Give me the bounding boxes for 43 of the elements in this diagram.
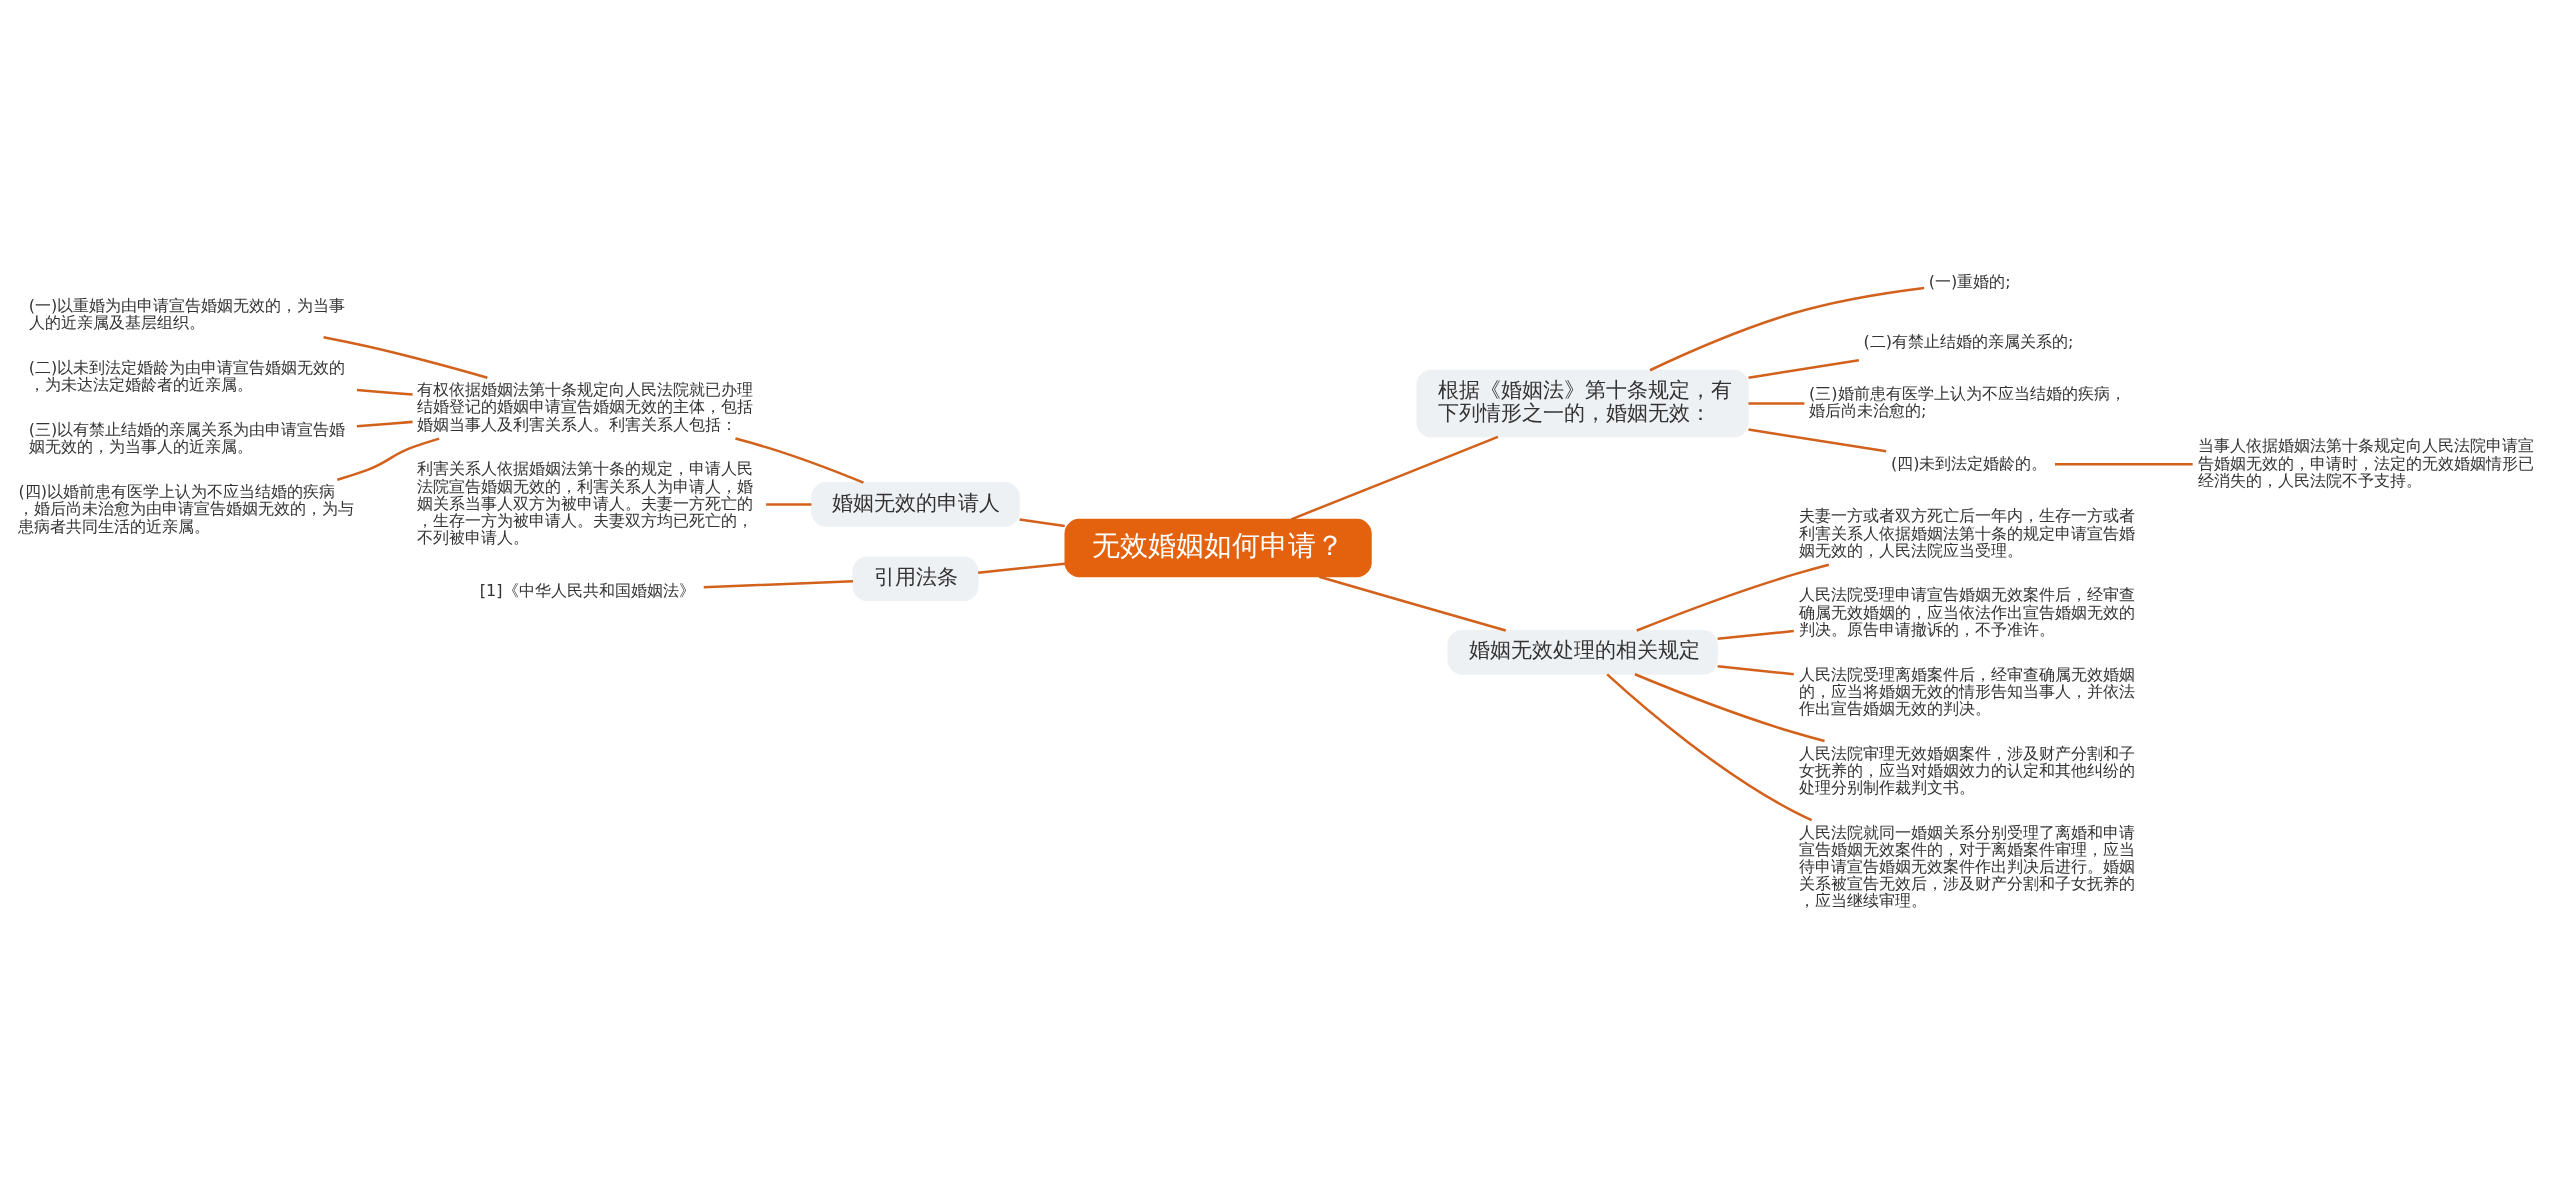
connector [735,437,864,484]
node-box: 婚姻无效处理的相关规定 [1447,629,1718,675]
node-box: 婚姻无效的申请人 [811,482,1020,527]
node-text: (二)以未到法定婚龄为由申请宣告婚姻无效的，为未达法定婚龄者的近亲属。 [28,357,346,395]
connector [356,388,413,396]
connector [1606,673,1813,822]
connector [1748,359,1860,379]
node-text: (四)未到法定婚龄的。 [1890,453,2048,473]
connector [2054,463,2193,466]
connector [978,562,1066,574]
connector [1717,665,1794,676]
connector [1019,518,1065,528]
node-text: [1]《中华人民共和国婚姻法》 [479,580,695,600]
connector [703,580,854,589]
node-box: 根据《婚姻法》第十条规定，有下列情形之一的，婚姻无效： [1416,369,1749,438]
node-text: 夫妻一方或者双方死亡后一年内，生存一方或者利害关系人依据婚姻法第十条的规定申请宣告婚姻无效的，人民法院应当受理。 [1798,506,2135,560]
connector [1717,629,1794,641]
node-text: (四)以婚前患有医学上认为不应当结婚的疾病，婚后尚未治愈为由申请宣告婚姻无效的，为与患病者共同生活的近亲属。 [18,482,355,536]
node-box: 引用法条 [852,556,979,602]
node-text: (三)婚前患有医学上认为不应当结婚的疾病，婚后尚未治愈的; [1809,384,2126,421]
connector [1649,286,1925,372]
node-text: 人民法院审理无效婚姻案件，涉及财产分割和子女抚养的，应当对婚姻效力的认定和其他纠纷的处理分别制作裁判文书。 [1798,743,2135,797]
connector [1748,428,1887,453]
node-text: (二)有禁止结婚的亲属关系的; [1863,332,2074,352]
connector [1748,402,1805,405]
connector [323,335,488,379]
node-text: 利害关系人依据婚姻法第十条的规定，申请人民法院宣告婚姻无效的，利害关系人为申请人，婚姻关系当事人双方为被申请人。夫妻一方死亡的，生存一方为被申请人。夫妻双方均已死亡的，不列被申请人。 [417,459,754,548]
node-text: (一)以重婚为由申请宣告婚姻无效的，为当事人的近亲属及基层组织。 [28,295,346,333]
node-text: 人民法院就同一婚姻关系分别受理了离婚和申请宣告婚姻无效案件的，对于离婚案件审理，应当待申请宣告婚姻无效案件作出判决后进行。婚姻关系被宣告无效后，涉及财产分割和子女抚养的，应当继续审理。 [1798,822,2135,911]
node-text: 人民法院受理离婚案件后，经审查确属无效婚姻的，应当将婚姻无效的情形告知当事人，并依法作出宣告婚姻无效的判决。 [1798,664,2135,718]
connector [1636,563,1830,632]
node-text: 当事人依据婚姻法第十条规定向人民法院申请宣告婚姻无效的，申请时，法定的无效婚姻情形已经消失的，人民法院不予支持。 [2197,436,2534,490]
node-text: (三)以有禁止结婚的亲属关系为由申请宣告婚姻无效的，为当事人的近亲属。 [28,419,346,456]
node-text: 有权依据婚姻法第十条规定向人民法院就已办理结婚登记的婚姻申请宣告婚姻无效的主体，包括婚姻当事人及利害关系人。利害关系人包括： [417,380,754,434]
connector [1318,575,1507,632]
connector [766,503,812,506]
node-text: (一)重婚的; [1928,272,2011,292]
connector [356,420,413,428]
connector [1634,673,1825,743]
connector [337,437,440,481]
node-box: 无效婚姻如何申请？ [1064,518,1372,578]
node-text: 人民法院受理申请宣告婚姻无效案件后，经审查确属无效婚姻的，应当依法作出宣告婚姻无效的判决。原告申请撤诉的，不予准许。 [1798,585,2135,639]
connector [1290,435,1499,521]
